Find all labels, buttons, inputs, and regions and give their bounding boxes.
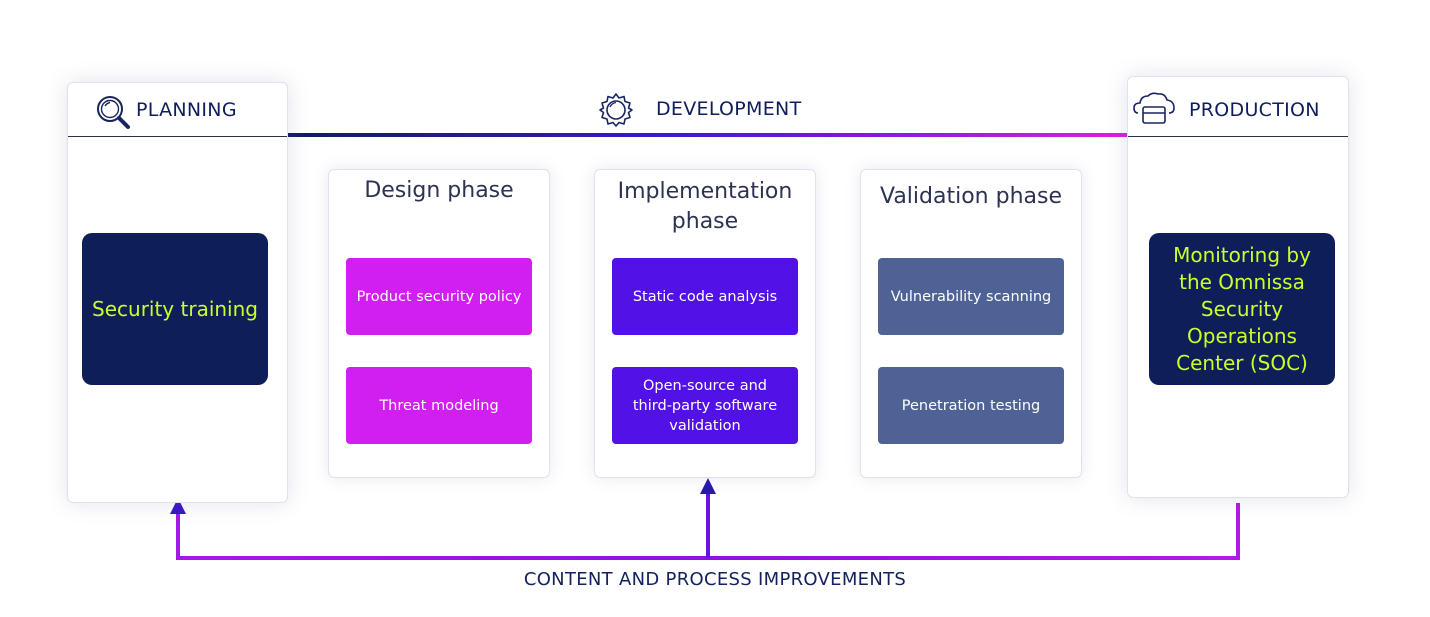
open-source-validation-box: Open-source and third-party software val… xyxy=(612,367,798,444)
design-phase-title: Design phase xyxy=(364,178,514,203)
implementation-phase-title: Implementation phase xyxy=(617,179,793,234)
production-header: PRODUCTION xyxy=(1128,77,1348,137)
product-security-policy-box: Product security policy xyxy=(346,258,532,335)
vulnerability-scanning-box: Vulnerability scanning xyxy=(878,258,1064,335)
arrowhead-implementation xyxy=(700,478,716,494)
threat-modeling-box: Threat modeling xyxy=(346,367,532,444)
planning-header: PLANNING xyxy=(68,83,287,137)
magnifier-icon xyxy=(97,96,130,129)
planning-label: PLANNING xyxy=(136,99,237,121)
security-training-box: Security training xyxy=(82,233,268,385)
static-code-analysis-box: Static code analysis xyxy=(612,258,798,335)
design-phase-card: Design phase Product security policy Thr… xyxy=(328,169,550,478)
cloud-server-icon xyxy=(1133,92,1175,124)
production-column: PRODUCTION Monitoring by the Omnissa Sec… xyxy=(1127,76,1349,498)
production-label: PRODUCTION xyxy=(1189,99,1320,121)
planning-column: PLANNING Security training xyxy=(67,82,288,503)
penetration-testing-box: Penetration testing xyxy=(878,367,1064,444)
validation-phase-card: Validation phase Vulnerability scanning … xyxy=(860,169,1082,478)
content-process-improvements-label: CONTENT AND PROCESS IMPROVEMENTS xyxy=(523,569,907,590)
arrowhead-planning xyxy=(170,498,186,514)
soc-monitoring-box: Monitoring by the Omnissa Security Opera… xyxy=(1149,233,1335,385)
development-timeline-bar xyxy=(288,133,1130,137)
development-label: DEVELOPMENT xyxy=(656,98,802,120)
validation-phase-title: Validation phase xyxy=(879,184,1062,209)
implementation-phase-card: Implementation phase Static code analysi… xyxy=(594,169,816,478)
gear-icon xyxy=(599,93,633,127)
